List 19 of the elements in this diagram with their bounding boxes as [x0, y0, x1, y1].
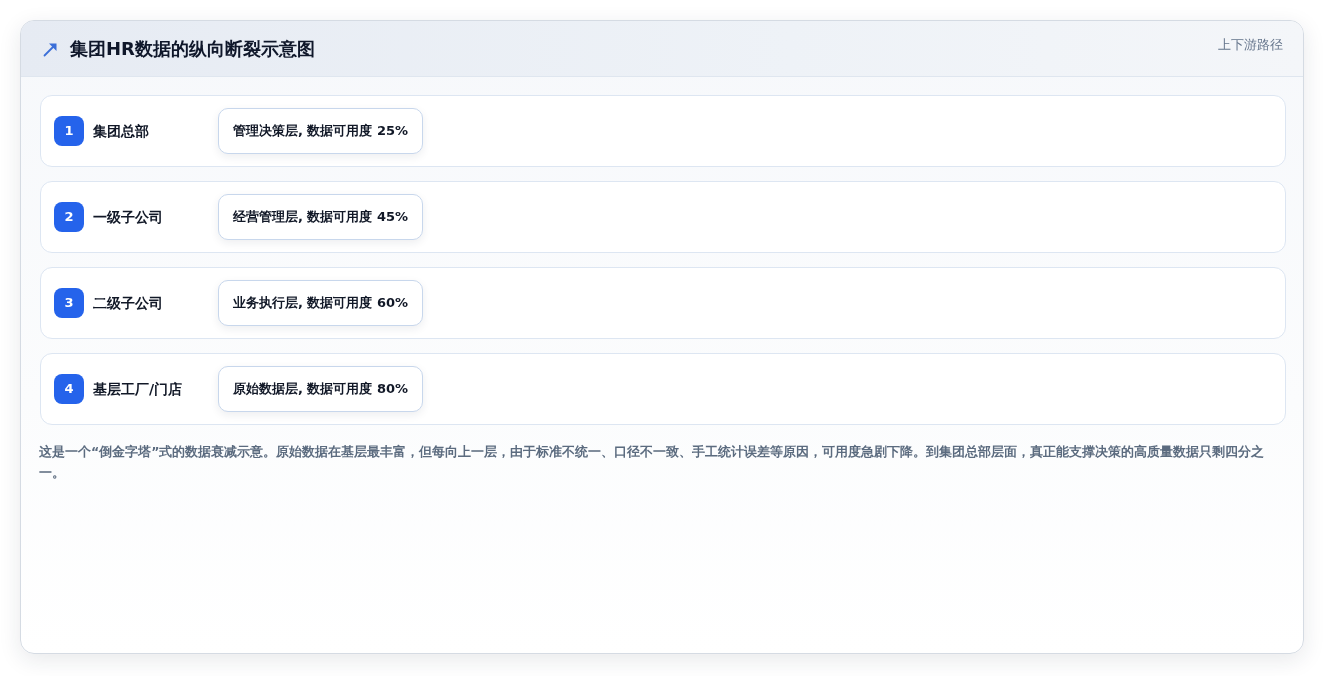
tier-row: [40, 95, 1286, 167]
number-badge: 4: [54, 374, 84, 404]
number-badge: 1: [54, 116, 84, 146]
tier-row: [40, 267, 1286, 339]
number-badge: 3: [54, 288, 84, 318]
caption-text: 这是一个“倒金字塔”式的数据衰减示意。原始数据在基层最丰富，但每向上一层，由于标准不统一、口径不一致、手工统计误差等原因，可用度急剧下降。到集团总部层面，真正能支撑决策的高质量数据只剩四分之一。: [39, 443, 1266, 482]
diagram-title: 集团HR数据的纵向断裂示意图: [70, 37, 315, 61]
tier-name: 集团总部: [93, 122, 149, 141]
level-tag: 业务执行层, 数据可用度 60%: [218, 280, 424, 326]
tier-name: 基层工厂/门店: [93, 380, 183, 399]
level-tag: 管理决策层, 数据可用度 25%: [218, 108, 424, 154]
tier-name: 二级子公司: [93, 294, 163, 313]
header-label: 上下游路径: [1218, 36, 1283, 54]
number-badge: 2: [54, 202, 84, 232]
tier-name: 一级子公司: [93, 208, 163, 227]
level-tag: 原始数据层, 数据可用度 80%: [218, 366, 424, 412]
level-tag: 经营管理层, 数据可用度 45%: [218, 194, 424, 240]
tier-row: [40, 181, 1286, 253]
tier-row: [40, 353, 1286, 425]
